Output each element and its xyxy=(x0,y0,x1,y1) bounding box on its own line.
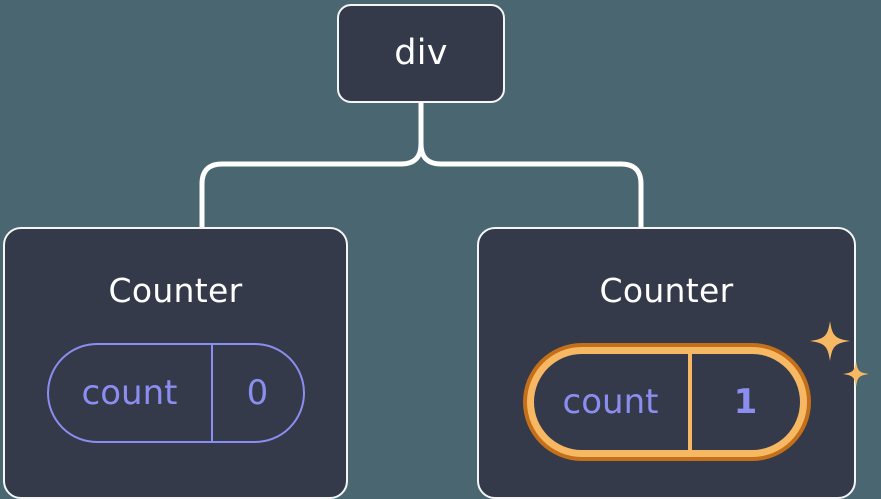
state-pill-count-left[interactable]: count 0 xyxy=(46,343,305,443)
state-pill-wrap-right: count 1 xyxy=(479,343,854,461)
state-pill-value-left: 0 xyxy=(246,373,269,413)
state-pill-wrap-left: count 0 xyxy=(5,343,346,443)
state-pill-key-right: count xyxy=(534,354,692,450)
node-div-label: div xyxy=(394,33,448,73)
node-counter-right-title: Counter xyxy=(599,271,734,310)
state-pill-count-right: count 1 xyxy=(533,354,800,450)
edge-root-to-right-child xyxy=(418,100,644,230)
node-div[interactable]: div xyxy=(337,4,505,103)
state-pill-key-left: count xyxy=(49,345,213,441)
node-counter-right[interactable]: Counter count 1 xyxy=(477,227,869,499)
state-pill-inner-ring: count 1 xyxy=(526,347,807,457)
node-counter-left-title: Counter xyxy=(108,271,243,310)
state-pill-value-right: 1 xyxy=(733,382,758,422)
edge-root-to-left-child xyxy=(199,100,424,230)
node-counter-left[interactable]: Counter count 0 xyxy=(3,227,348,499)
state-pill-count-right-highlight-ring[interactable]: count 1 xyxy=(522,343,811,461)
